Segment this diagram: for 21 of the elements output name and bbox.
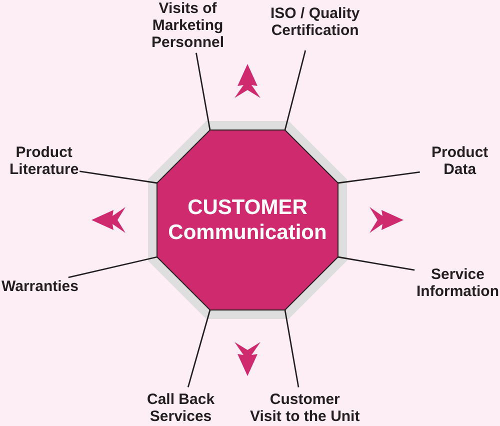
leader-line [80,170,158,184]
leader-line [196,52,211,130]
leader-line [284,50,306,130]
topic-label: Warranties [2,278,78,295]
block-arrow [234,342,260,376]
topic-label: Visits of Marketing Personnel [152,0,224,51]
topic-label: Product Data [432,144,488,178]
block-arrow [234,64,260,98]
topic-label: Product Literature [10,144,79,178]
topic-label: Call Back Services [147,391,215,425]
block-arrow [370,207,404,233]
center-title: CUSTOMER Communication [168,195,327,245]
leader-line [187,310,211,388]
topic-label: ISO / Quality Certification [270,5,360,39]
block-arrow [92,207,126,233]
leader-line [284,310,300,388]
leader-line [68,256,158,278]
topic-label: Customer Visit to the Unit [250,391,360,425]
leader-line [338,171,420,184]
leader-line [338,256,415,271]
topic-label: Service Information [416,266,499,300]
